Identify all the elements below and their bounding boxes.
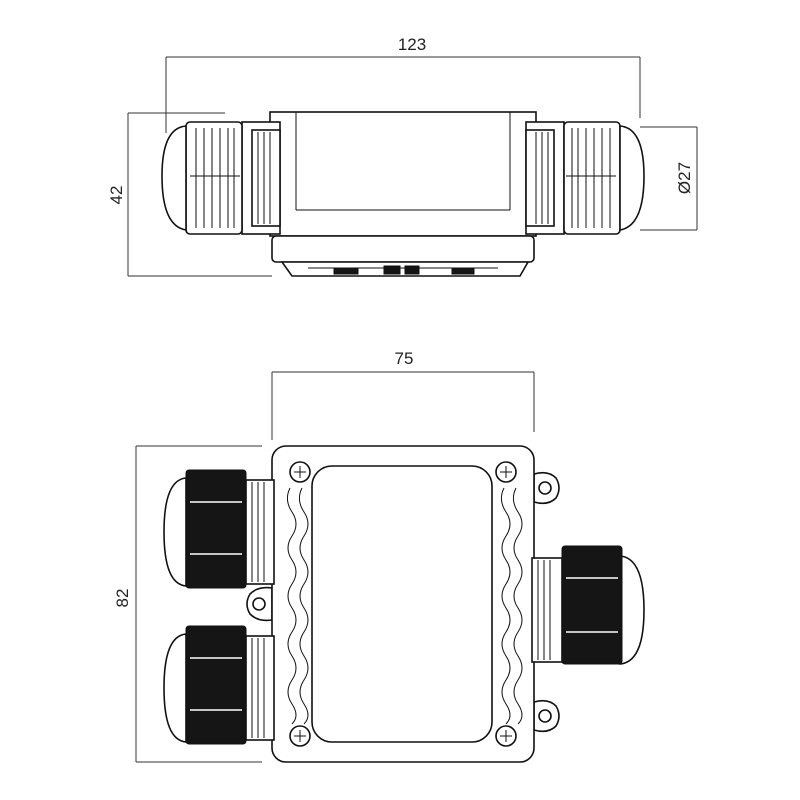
- dimension-side-diameter: Ø27: [640, 126, 698, 231]
- side-diameter-label: Ø27: [675, 162, 694, 194]
- top-gland-right: [531, 545, 645, 665]
- side-height-label: 42: [107, 186, 126, 205]
- seal-right: [500, 487, 511, 725]
- dimension-side-length: 123: [165, 35, 641, 133]
- top-gland-left-lower: [163, 625, 275, 745]
- top-box: [271, 445, 535, 763]
- top-gland-left-upper: [163, 469, 275, 589]
- screw-icon: [289, 725, 311, 747]
- side-body: [269, 111, 537, 277]
- top-height-label: 82: [113, 589, 132, 608]
- dimension-side-height: 42: [107, 112, 272, 277]
- side-gland-right: [525, 121, 645, 235]
- dimension-top-width: 75: [271, 349, 535, 440]
- mounting-ears: [246, 471, 560, 733]
- seal-left: [286, 487, 297, 725]
- top-view: 75 82: [113, 349, 645, 763]
- screws: [289, 461, 517, 747]
- screw-icon: [495, 725, 517, 747]
- side-view: 123 42 Ø27: [107, 35, 698, 277]
- top-width-label: 75: [395, 349, 414, 368]
- dimension-top-height: 82: [113, 445, 262, 763]
- side-gland-left: [161, 121, 281, 235]
- screw-icon: [495, 461, 517, 483]
- screw-icon: [289, 461, 311, 483]
- side-length-label: 123: [398, 35, 426, 54]
